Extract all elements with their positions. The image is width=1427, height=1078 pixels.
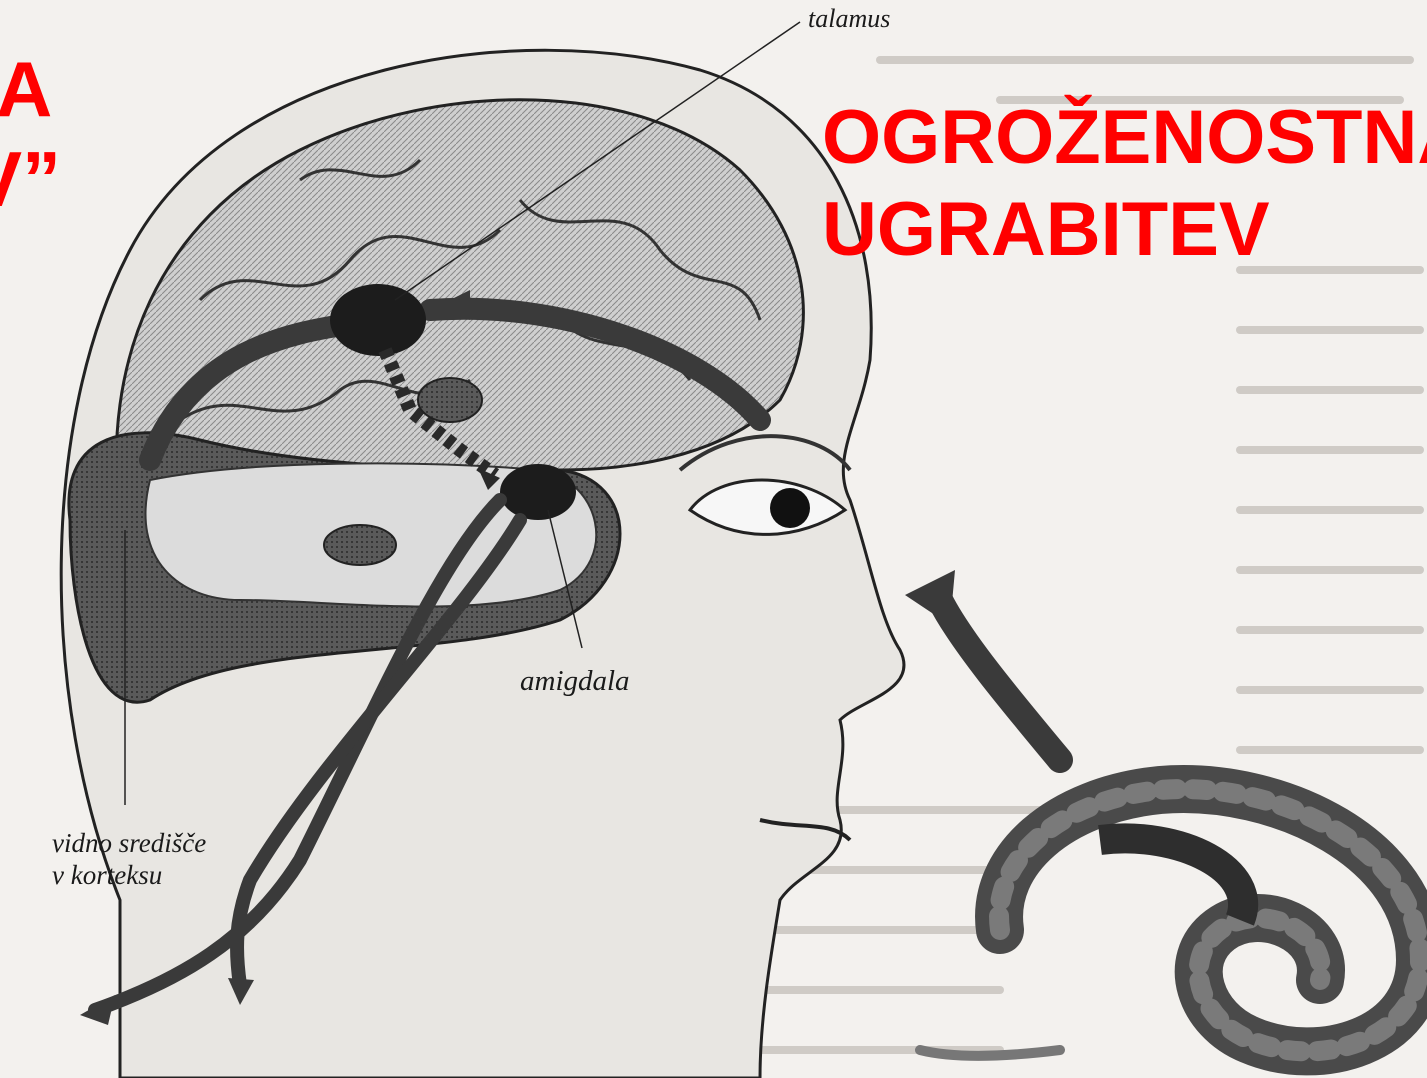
- label-amigdala: amigdala: [520, 665, 630, 698]
- label-vidno-line1: vidno središče: [52, 828, 206, 859]
- clipped-left-text-2: V”: [0, 140, 61, 218]
- hippocampus-blob-1: [418, 378, 482, 422]
- thalamus-node: [330, 284, 426, 356]
- snake: [920, 789, 1420, 1056]
- hippocampus-blob-2: [324, 525, 396, 565]
- title-line-2: UGRABITEV: [822, 192, 1270, 268]
- title-line-1: OGROŽENOSTNA: [822, 100, 1427, 176]
- amygdala-node: [500, 464, 576, 520]
- label-vidno-line2: v korteksu: [52, 860, 162, 891]
- label-talamus: talamus: [808, 4, 890, 34]
- clipped-left-text-1: A: [0, 50, 52, 128]
- incoming-stimulus-arrow: [940, 600, 1060, 760]
